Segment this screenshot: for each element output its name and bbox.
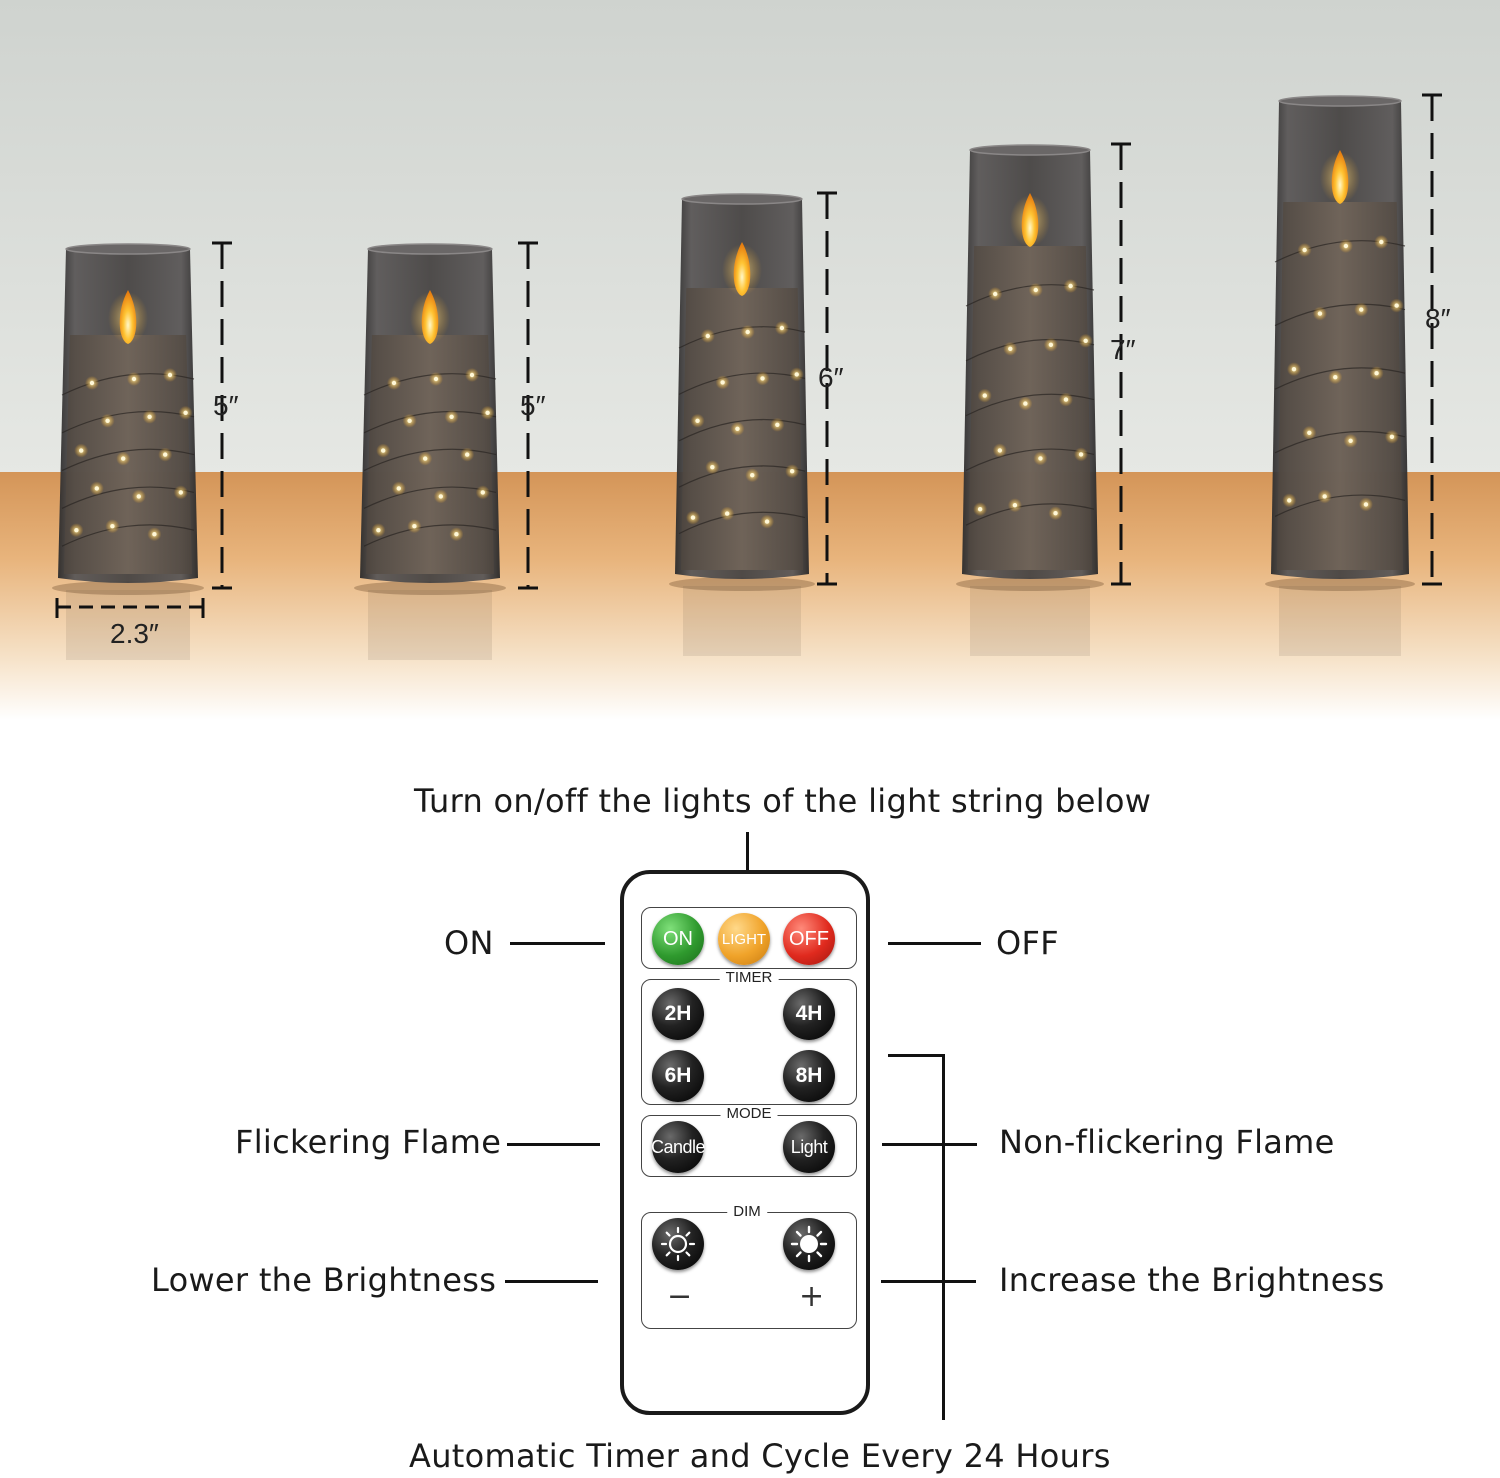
candle-3 [669,193,815,656]
dim-up-button[interactable] [783,1218,835,1270]
sun-filled-icon [790,1225,828,1263]
dim-title: DIM [727,1203,767,1220]
timer-4h-button[interactable]: 4H [783,988,835,1040]
wax-pillar [1277,202,1403,570]
lower-brightness-annotation: Lower the Brightness [151,1261,497,1299]
on-annotation: ON [444,924,494,962]
height-dimension-line [1422,93,1442,586]
timer-panel: TIMER 2H 4H 6H 8H [641,969,857,1105]
candle-3-height-label: 6″ [818,362,844,393]
on-button[interactable]: ON [652,913,704,965]
mode-title: MODE [720,1105,778,1122]
off-annotation: OFF [996,924,1059,962]
timer-6h-button[interactable]: 6H [652,1050,704,1102]
height-dimension-line [212,241,232,590]
candle-product-photo [0,0,1500,720]
power-panel: ON LIGHT OFF [641,907,857,969]
flame-icon [1021,193,1039,247]
non-flicker-leader-line [882,1143,977,1146]
candle-1-height-label: 5″ [213,390,239,421]
height-dimension-line [518,241,538,590]
height-dimension-line [1111,142,1131,586]
candle-mode-button[interactable]: Candle [651,1121,706,1173]
timer-leader-top [888,1054,942,1057]
flame-icon [421,290,439,344]
timer-title: TIMER [719,969,779,986]
on-leader-line [510,942,605,945]
non-flickering-flame-annotation: Non-flickering Flame [999,1123,1335,1161]
plus-sign: + [799,1279,825,1314]
mode-panel: MODE Candle Light [641,1105,857,1177]
candle-5-height-label: 8″ [1425,303,1451,334]
timer-2h-button[interactable]: 2H [652,988,704,1040]
lower-leader-line [505,1280,598,1283]
candle-2-height-label: 5″ [520,390,546,421]
timer-leader-vertical [942,1054,945,1420]
sun-outline-icon [660,1226,696,1262]
candle-4 [956,144,1104,656]
candle-5 [1265,95,1415,656]
light-string-annotation: Turn on/off the lights of the light stri… [414,782,1152,820]
light-mode-button[interactable]: Light [783,1121,835,1173]
height-dimension-line [817,191,837,586]
flickering-flame-annotation: Flickering Flame [235,1123,502,1161]
minus-sign: − [667,1279,693,1314]
flicker-leader-line [507,1143,600,1146]
flame-icon [119,290,137,344]
candle-1 [52,243,204,660]
flame-icon [1331,150,1349,204]
light-string-button[interactable]: LIGHT [718,913,770,965]
width-dimension-line [55,598,205,618]
candle-width-label: 2.3″ [110,618,159,649]
remote-control: ON LIGHT OFF TIMER 2H 4H 6H 8H MODE Cand… [620,870,870,1415]
off-button[interactable]: OFF [783,913,835,965]
increase-leader-line [881,1280,976,1283]
timer-8h-button[interactable]: 8H [783,1050,835,1102]
candle-4-height-label: 7″ [1110,334,1136,365]
increase-brightness-annotation: Increase the Brightness [999,1261,1385,1299]
dim-down-button[interactable] [652,1218,704,1270]
timer-cycle-annotation: Automatic Timer and Cycle Every 24 Hours [409,1437,1111,1475]
flame-icon [733,242,751,296]
off-leader-line [888,942,981,945]
dim-panel: DIM − [641,1203,857,1329]
light-string-leader-line [746,832,749,902]
candle-2 [354,243,506,660]
